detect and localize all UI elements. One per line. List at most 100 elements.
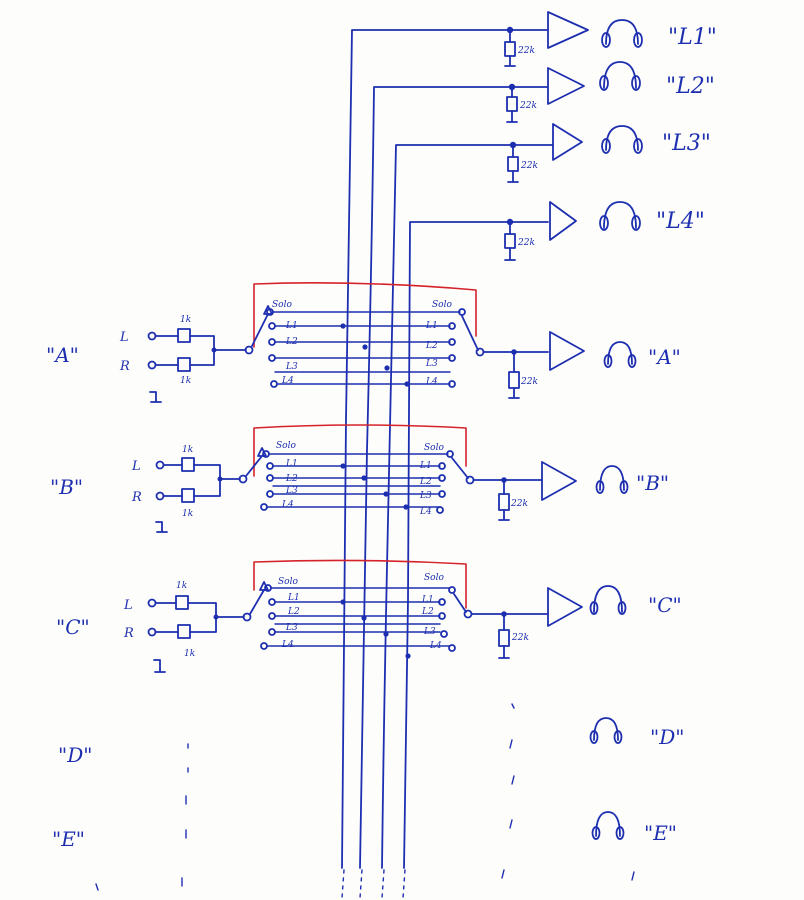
amplifier-icon (547, 67, 585, 105)
ground-icon (506, 110, 518, 123)
ground-icon (153, 659, 166, 673)
continuation-marks (187, 703, 515, 785)
resistor-icon (181, 457, 195, 472)
output-resistor-label: 22k (517, 46, 535, 56)
switch-label-right: L1 (419, 461, 432, 471)
resistor-top-label: 1k (182, 445, 193, 455)
resistor-icon (177, 624, 191, 639)
input-left-label: L (123, 598, 133, 613)
resistor-icon (506, 96, 518, 112)
switch-label-right: L3 (425, 359, 438, 369)
switch-wiper-right (451, 457, 469, 479)
ground-icon (504, 247, 516, 261)
switch-label-left: L1 (285, 321, 298, 331)
switch-label-right: L2 (419, 477, 432, 487)
continuation-marks (181, 795, 513, 887)
switch-label-left: Solo (276, 441, 296, 451)
resistor-top-label: 1k (180, 315, 191, 325)
resistor-icon (177, 357, 191, 372)
switch-label-right: Solo (432, 300, 452, 310)
channel-output-label: "A" (648, 345, 681, 369)
headphone-icon (599, 201, 641, 231)
switch-label-left: L3 (285, 623, 298, 633)
resistor-bottom-label: 1k (180, 376, 191, 386)
output-resistor-label: 22k (510, 499, 528, 509)
switch-contacts (260, 450, 454, 514)
switch-label-right: L2 (425, 341, 438, 351)
switch-label-left: L3 (285, 362, 298, 372)
resistor-icon (498, 493, 510, 511)
switch-label-right: L1 (425, 321, 438, 331)
output-label: "L1" (668, 25, 717, 50)
amplifier-icon (552, 123, 583, 161)
switch-label-right: L2 (421, 607, 434, 617)
channel-label: "B" (50, 475, 83, 499)
bus-l2-wire (359, 86, 549, 869)
channel-output-label: "D" (650, 725, 684, 749)
switch-label-right: Solo (424, 573, 444, 583)
resistor-top-label: 1k (176, 581, 187, 591)
switch-wiper-right (461, 315, 479, 351)
switch-label-right: Solo (424, 443, 444, 453)
switch-outline (253, 559, 467, 609)
output-label: "L3" (662, 131, 711, 156)
resistor-bottom-label: 1k (182, 509, 193, 519)
output-resistor-label: 22k (511, 633, 529, 643)
headphone-icon (591, 811, 625, 840)
bus-continuation (341, 869, 406, 899)
ground-icon (504, 55, 516, 67)
switch-wiper-left (251, 313, 269, 347)
resistor-icon (508, 371, 520, 389)
switch-label-left: Solo (278, 577, 298, 587)
switch-contacts (266, 308, 466, 388)
switch-label-left: Solo (272, 300, 292, 310)
output-row-l1: 22k "L1" (504, 11, 717, 67)
ground-icon (508, 387, 520, 399)
output-row-l2: 22k "L2" (506, 61, 715, 123)
channel-d: "D" "D" (58, 703, 684, 785)
ground-icon (498, 509, 510, 521)
output-resistor-label: 22k (517, 238, 535, 248)
headphone-icon (601, 125, 643, 154)
input-left-label: L (131, 459, 141, 474)
amplifier-icon (547, 587, 583, 627)
channel-label: "C" (56, 615, 90, 639)
switch-label-left: L2 (285, 474, 298, 484)
switch-wiper-right (453, 593, 467, 613)
channel-b: "B" L R 1k 1k (50, 424, 669, 533)
switch-wiper-left (249, 589, 265, 615)
switch-label-left: L2 (285, 337, 298, 347)
switch-label-right: L3 (419, 491, 432, 501)
ground-icon (498, 645, 510, 659)
output-label: "L2" (666, 74, 715, 99)
switch-outline (253, 424, 467, 477)
switch-label-left: L1 (285, 459, 298, 469)
headphone-icon (599, 61, 641, 91)
input-right-label: R (119, 359, 130, 374)
headphone-icon (589, 585, 627, 615)
switch-wiper-left (245, 455, 263, 477)
ground-icon (149, 391, 162, 403)
switch-outline (253, 282, 477, 348)
output-resistor-label: 22k (520, 377, 538, 387)
resistor-icon (175, 595, 189, 610)
continuation-marks (95, 871, 635, 891)
resistor-bottom-label: 1k (184, 649, 195, 659)
switch-label-left: L3 (285, 486, 298, 496)
resistor-icon (507, 156, 519, 172)
output-row-l3: 22k "L3" (507, 123, 711, 183)
input-right-label: R (131, 490, 142, 505)
amplifier-icon (549, 201, 577, 241)
switch-contacts (260, 584, 456, 659)
bus-l3-wire (381, 144, 554, 869)
channel-c: "C" L R 1k 1k (56, 559, 682, 673)
output-row-l4: 22k "L4" (504, 201, 705, 261)
channel-e: "E" "E" (52, 795, 677, 891)
switch-label-left: L4 (281, 376, 294, 386)
channel-label: "A" (46, 343, 79, 367)
amplifier-icon (541, 461, 577, 501)
resistor-icon (504, 233, 516, 249)
switch-label-right: L4 (425, 377, 438, 387)
switch-label-right: L4 (429, 641, 442, 651)
